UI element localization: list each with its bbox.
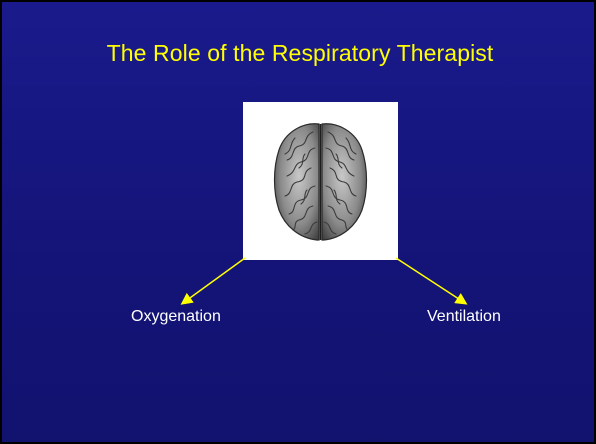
arrow-to-oxygenation (183, 258, 245, 303)
arrow-to-ventilation (396, 258, 465, 303)
oxygenation-label: Oxygenation (131, 308, 221, 326)
ventilation-label: Ventilation (427, 308, 501, 326)
